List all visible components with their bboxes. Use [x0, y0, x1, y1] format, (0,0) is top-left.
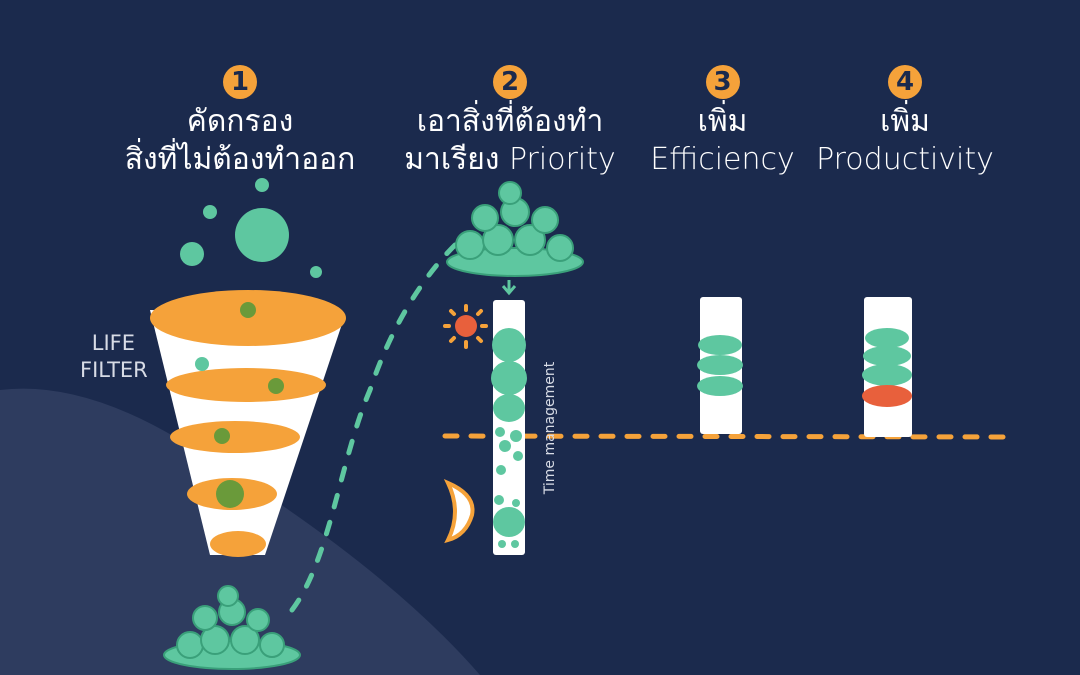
step-4: 4 เพิ่ม Productivity — [805, 62, 1005, 179]
step-subtitle: Efficiency — [650, 142, 795, 177]
productivity-balls — [862, 328, 912, 407]
priority-ball-pile — [446, 181, 584, 277]
life-filter-line1: LIFE — [91, 331, 135, 355]
step-number-badge: 3 — [705, 65, 740, 99]
dashed-timeline — [442, 433, 1018, 440]
down-arrow-icon — [501, 280, 517, 296]
time-column-balls — [491, 328, 527, 548]
moon-icon — [443, 479, 475, 544]
time-management-label: Time management — [542, 361, 558, 495]
step-number-badge: 1 — [223, 65, 257, 99]
step-number-badge: 4 — [888, 65, 922, 99]
step-3: 3 เพิ่ม Efficiency — [640, 62, 805, 179]
step-title: เพิ่ม — [697, 104, 748, 139]
dashed-path-arrow — [289, 242, 458, 613]
sun-icon — [443, 304, 488, 349]
bottom-ball-pile — [163, 585, 301, 670]
step-title: เพิ่ม — [880, 104, 930, 139]
life-filter-funnel — [150, 290, 346, 557]
step-title: เอาสิ่งที่ต้องทำ — [416, 104, 604, 139]
step-2: 2 เอาสิ่งที่ต้องทำ มาเรียง Priority — [380, 62, 640, 179]
life-filter-line2: FILTER — [80, 358, 148, 382]
falling-balls — [180, 178, 322, 278]
step-subtitle: มาเรียง Priority — [404, 142, 616, 177]
step-1: 1 คัดกรอง สิ่งที่ไม่ต้องทำออก — [100, 62, 380, 179]
step-title: คัดกรอง — [186, 104, 294, 139]
step-subtitle: Productivity — [816, 142, 994, 177]
efficiency-balls — [697, 335, 743, 396]
life-filter-label: LIFE FILTER — [80, 330, 148, 384]
step-subtitle: สิ่งที่ไม่ต้องทำออก — [124, 142, 356, 177]
step-number-badge: 2 — [493, 65, 527, 99]
